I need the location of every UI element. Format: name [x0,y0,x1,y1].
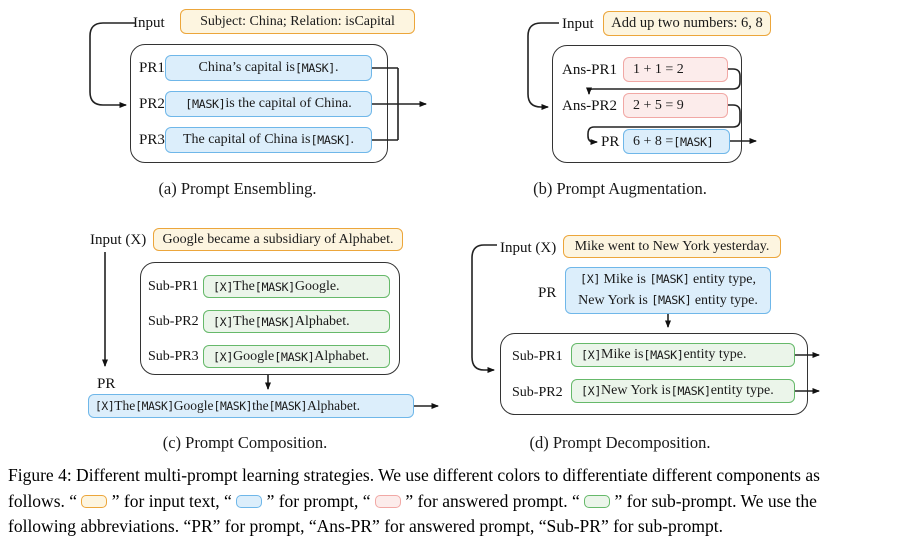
panel-d-pr-label: PR [538,285,557,301]
panel-a-prompt-box: [MASK] is the capital of China. [165,91,372,117]
panel-d-input-box: Mike went to New York yesterday. [563,235,781,258]
panel-d-prompt-line: [X] Mike is [MASK] entity type, [580,272,756,288]
panel-d-subprompt-group-container [500,333,808,415]
panel-c-caption: (c) Prompt Composition. [162,433,328,452]
panel-b-row-label: Ans-PR1 [562,62,618,78]
panel-a-input-label: Input [133,15,165,31]
panel-c-row-label: Sub-PR3 [148,349,199,364]
panel-b-row-label: PR [601,134,620,150]
panel-d-row-label: Sub-PR2 [512,385,563,400]
panel-b-input-label: Input [562,16,594,32]
caption-text-segment: ” for sub-prompt. We use the [610,490,817,511]
panel-d-subprompt-box: [X] Mike is [MASK] entity type. [571,343,795,367]
panel-a-input-box: Subject: China; Relation: isCapital [180,9,415,34]
panel-c-subprompt-box: [X] The [MASK] Alphabet. [203,310,390,333]
panel-c-input-box: Google became a subsidiary of Alphabet. [153,228,403,251]
panel-b-row-label: Ans-PR2 [562,98,618,114]
panel-c-input-label: Input (X) [90,232,147,248]
panel-a-row-label: PR2 [139,96,165,112]
panel-c-subprompt-box: [X] Google [MASK] Alphabet. [203,345,390,368]
caption-text-segment: ” for answered prompt. “ [400,490,585,511]
panel-a-row-label: PR3 [139,132,165,148]
arrow-d-input-to-container [471,244,497,373]
panel-b-answered-prompt-box: 1 + 1 = 2 [623,57,728,82]
prompt-color-swatch [236,494,263,508]
panel-d-prompt-line: New York is [MASK] entity type. [578,292,758,308]
figure-caption-line1: Figure 4: Different multi-prompt learnin… [8,465,820,485]
panel-a-row-label: PR1 [139,60,165,76]
panel-d-caption: (d) Prompt Decomposition. [529,433,711,452]
caption-text-segment: ” for prompt, “ [262,490,375,511]
input-color-swatch [81,494,108,508]
panel-a-prompt-box: The capital of China is [MASK]. [165,127,372,153]
caption-text-segment: ” for input text, “ [107,490,237,511]
panel-b-prompt-box: 6 + 8 = [MASK] [623,129,730,154]
panel-a-prompt-box: China’s capital is [MASK]. [165,55,372,81]
panel-c-row-label: Sub-PR1 [148,279,199,294]
panel-c-composed-prompt-box: [X] The [MASK] Google [MASK] the [MASK] … [88,394,414,418]
answered-prompt-color-swatch [374,494,401,508]
panel-c-row-label: Sub-PR2 [148,314,199,329]
panel-d-input-label: Input (X) [500,240,557,256]
panel-d-row-label: Sub-PR1 [512,349,563,364]
caption-text-segment: follows. “ [8,490,82,511]
figure-caption-line2: follows. “ ” for input text, “ ” for pro… [8,489,906,515]
panel-b-caption: (b) Prompt Augmentation. [533,179,707,198]
panel-d-prompt-box: [X] Mike is [MASK] entity type, New York… [565,267,771,314]
panel-b-answered-prompt-box: 2 + 5 = 9 [623,93,728,118]
panel-d-subprompt-box: [X] New York is [MASK] entity type. [571,379,795,403]
panel-c-pr-label: PR [97,376,116,392]
sub-prompt-color-swatch [584,494,611,508]
panel-b-input-box: Add up two numbers: 6, 8 [603,11,771,36]
figure-caption: Figure 4: Different multi-prompt learnin… [8,463,906,540]
panel-c-subprompt-box: [X] The [MASK] Google. [203,275,390,298]
panel-c-subprompt-group-container [140,262,400,375]
figure-caption-line3: following abbreviations. “PR” for prompt… [8,516,723,536]
panel-a-caption: (a) Prompt Ensembling. [158,179,317,198]
